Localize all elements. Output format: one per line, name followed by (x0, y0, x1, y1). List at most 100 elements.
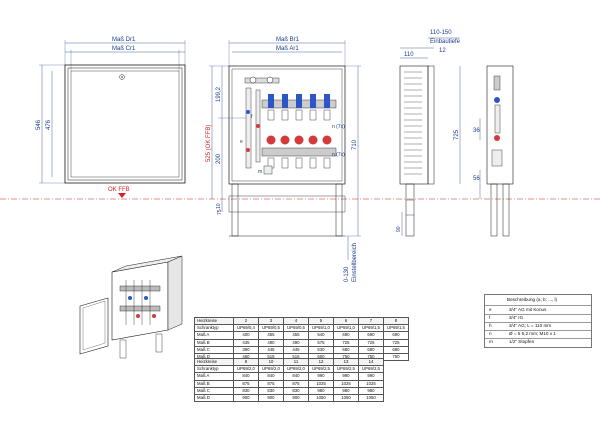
table-cell: UP69/0,5 (258, 324, 284, 333)
table-cell: 990 (308, 372, 334, 381)
legend-key: f (489, 315, 491, 320)
legend-key: m (489, 339, 493, 344)
table-cell: 990 (333, 372, 359, 381)
table-row: Schranktyp UP69/2,0 UP69/2,0 UP69/2,0 UP… (194, 365, 384, 374)
table-cell: 10 (258, 357, 284, 367)
table-row: Maß C 390 445 445 530 680 680 680 (194, 345, 409, 354)
table-row: Maß D 900 900 900 1050 1050 1050 (194, 393, 384, 403)
dim-200: 200 (216, 153, 222, 164)
label-n-top: n (7x) (332, 124, 345, 130)
table-cell: 6 (333, 316, 359, 326)
table-cell: Maß A (194, 331, 234, 340)
table-header: Heizkreise (194, 316, 234, 326)
table-cell: 12 (308, 357, 334, 367)
dim-56: 56 (473, 176, 480, 182)
table-cell: 830 (258, 386, 284, 395)
table-cell: 875 (233, 379, 259, 388)
dim-10: 10 (216, 203, 222, 209)
table-cell: 680 (333, 345, 359, 354)
depth-label: Einbautiefe (430, 39, 461, 45)
dim-90: 90 (396, 226, 402, 232)
table-cell: 11 (283, 357, 309, 367)
adjust-label: Einstellbereich (352, 243, 358, 282)
table-cell: 725 (358, 338, 384, 347)
adjust-range: 0-130 (344, 266, 350, 282)
legend-key: n (489, 331, 492, 336)
dim-199: 199,2 (216, 86, 222, 102)
table-cell: 3 (258, 316, 284, 326)
legend-key: e (489, 307, 492, 312)
table-cell: 980 (358, 386, 384, 395)
legend-text: 3/4" AG mit Konus (509, 307, 547, 312)
side-view: 110-150 Einbautiefe 12 110 725 90 (396, 30, 461, 237)
table-cell: 840 (233, 372, 259, 381)
detail-view: 36 56 (473, 65, 514, 237)
table-header: Schranktyp (194, 365, 234, 374)
table-cell: Maß B (194, 379, 234, 388)
table-cell: UP69/0,5 (283, 324, 309, 333)
table-cell: 490 (283, 338, 309, 347)
table-cell: UP69/1,5 (383, 324, 409, 333)
front-height-inner: 476 (46, 119, 52, 130)
manifold-view: f n (7x) n (7x) e m Maß Br1 Maß Ar1 199,… (206, 37, 361, 282)
table-row: Maß B 435 490 490 575 725 725 725 (194, 338, 409, 347)
legend-title: Beschreibung (a; b; ..., l) (507, 297, 558, 302)
table-cell: 690 (358, 331, 384, 340)
label-e: e (240, 139, 243, 145)
table-cell: 455 (258, 331, 284, 340)
level-marker-icon (118, 193, 126, 198)
dim-525-okffb: 525 (OK FFB) (206, 125, 212, 162)
dim-36: 36 (473, 128, 480, 134)
table-cell: 900 (233, 393, 259, 403)
table-cell: 575 (308, 338, 334, 347)
table-cell: 980 (308, 386, 334, 395)
table-cell: 725 (333, 338, 359, 347)
table-cell: UP69/2,5 (333, 365, 359, 374)
table-cell: 530 (308, 345, 334, 354)
legend-box: Beschreibung (a; b; ..., l) e 3/4" AG mi… (484, 294, 592, 348)
table-cell: 875 (283, 379, 309, 388)
table-cell: 455 (283, 331, 309, 340)
level-marker-label: OK FFB (108, 187, 130, 193)
dimension-table-2: Heizkreise 9 10 11 12 13 14 Schranktyp U… (194, 357, 384, 403)
table-row: Schranktyp UP69/0,4 UP69/0,5 UP69/0,5 UP… (194, 324, 409, 333)
front-height-outer: 546 (36, 119, 42, 130)
table-cell: UP69/2,5 (358, 365, 384, 374)
table-cell: 690 (333, 331, 359, 340)
table-cell: UP69/1,0 (333, 324, 359, 333)
table-cell: 2 (233, 316, 259, 326)
table-cell: 540 (308, 331, 334, 340)
table-cell: 680 (383, 345, 409, 354)
label-f: f (251, 114, 253, 120)
isometric-view (79, 255, 183, 359)
table-cell: Maß A (194, 372, 234, 381)
table-cell: Maß B (194, 338, 234, 347)
table-cell: 840 (283, 372, 309, 381)
table-cell: UP69/2,0 (233, 365, 259, 374)
table-cell: 5 (308, 316, 334, 326)
table-cell: 680 (358, 345, 384, 354)
label-m: m (258, 169, 262, 175)
legend-text: 3/4" IG (509, 315, 524, 320)
table-cell: 830 (233, 386, 259, 395)
dim-725: 725 (454, 129, 460, 140)
table-cell: 390 (233, 345, 259, 354)
table-cell: 725 (383, 338, 409, 347)
table-cell: 400 (233, 331, 259, 340)
legend-text: 1/2" Stopfen (509, 339, 535, 344)
table-cell: UP69/0,4 (233, 324, 259, 333)
dim-75: 75 (217, 209, 223, 215)
table-cell: 1050 (358, 393, 384, 403)
table-cell: 1025 (333, 379, 359, 388)
valve-row-top (268, 94, 330, 108)
table-cell: 4 (283, 316, 309, 326)
table-cell: 980 (333, 386, 359, 395)
front-width-outer: Maß Dr1 (112, 37, 136, 43)
table-cell: 900 (283, 393, 309, 403)
manifold-width-outer: Maß Br1 (276, 37, 300, 43)
table-header: Schranktyp (194, 324, 234, 333)
table-cell: 690 (383, 331, 409, 340)
table-cell: UP69/2,5 (308, 365, 334, 374)
label-n-bottom: n (7x) (332, 152, 345, 158)
